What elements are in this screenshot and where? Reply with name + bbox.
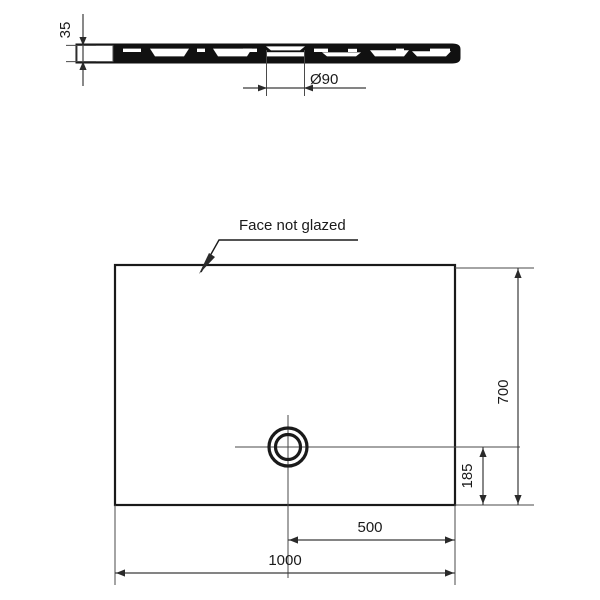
profile-slot-small [314, 48, 328, 52]
face-not-glazed-label: Face not glazed [239, 217, 346, 234]
face-not-glazed-arrowhead [199, 253, 215, 274]
width-dim-label: 1000 [268, 552, 301, 569]
profile-slot-small [243, 48, 257, 52]
profile-slot-trapezoid [322, 52, 361, 57]
depth-dim-label: 700 [495, 379, 512, 404]
tray-outline-rect [113, 263, 457, 507]
depth-arrow-bottom [514, 495, 522, 504]
drain-offset-y-label: 185 [459, 463, 476, 488]
width-arrow-left [116, 569, 125, 577]
drain-offset-y-arrow-top [479, 448, 487, 457]
profile-slot-small [197, 48, 205, 52]
width-arrow-right [445, 569, 454, 577]
profile-drain-band [267, 52, 304, 57]
profile-slot-trapezoid [213, 48, 252, 57]
drain-arrow-right [304, 84, 313, 92]
thickness-dim-label: 35 [57, 22, 74, 39]
drain-outer-circle [267, 426, 309, 468]
profile-slot-trapezoid [150, 48, 189, 57]
profile-slot-small [348, 48, 357, 52]
drain-offset-y-arrow-bottom [479, 495, 487, 504]
top-plan-view: Face not glazed 700 185 500 1000 [113, 217, 534, 585]
profile-slot-trapezoid [412, 51, 451, 57]
drain-offset-x-arrow-right [445, 536, 454, 544]
drain-inner-circle [273, 432, 303, 462]
profile-drain-relief [266, 46, 305, 51]
profile-slot-small [396, 48, 404, 52]
side-profile-section: 35 Ø90 [57, 14, 461, 96]
profile-slot-small [430, 48, 450, 52]
drain-offset-x-label: 500 [357, 519, 382, 536]
profile-slot-small [123, 48, 141, 52]
drain-arrow-left [258, 84, 267, 92]
drain-offset-x-arrow-left [289, 536, 298, 544]
thickness-arrow-top [79, 37, 87, 46]
face-not-glazed-leader [200, 239, 358, 273]
depth-arrow-top [514, 269, 522, 278]
thickness-arrow-bottom [79, 61, 87, 70]
profile-left-lip [77, 45, 113, 62]
drain-diameter-label: Ø90 [310, 71, 338, 88]
